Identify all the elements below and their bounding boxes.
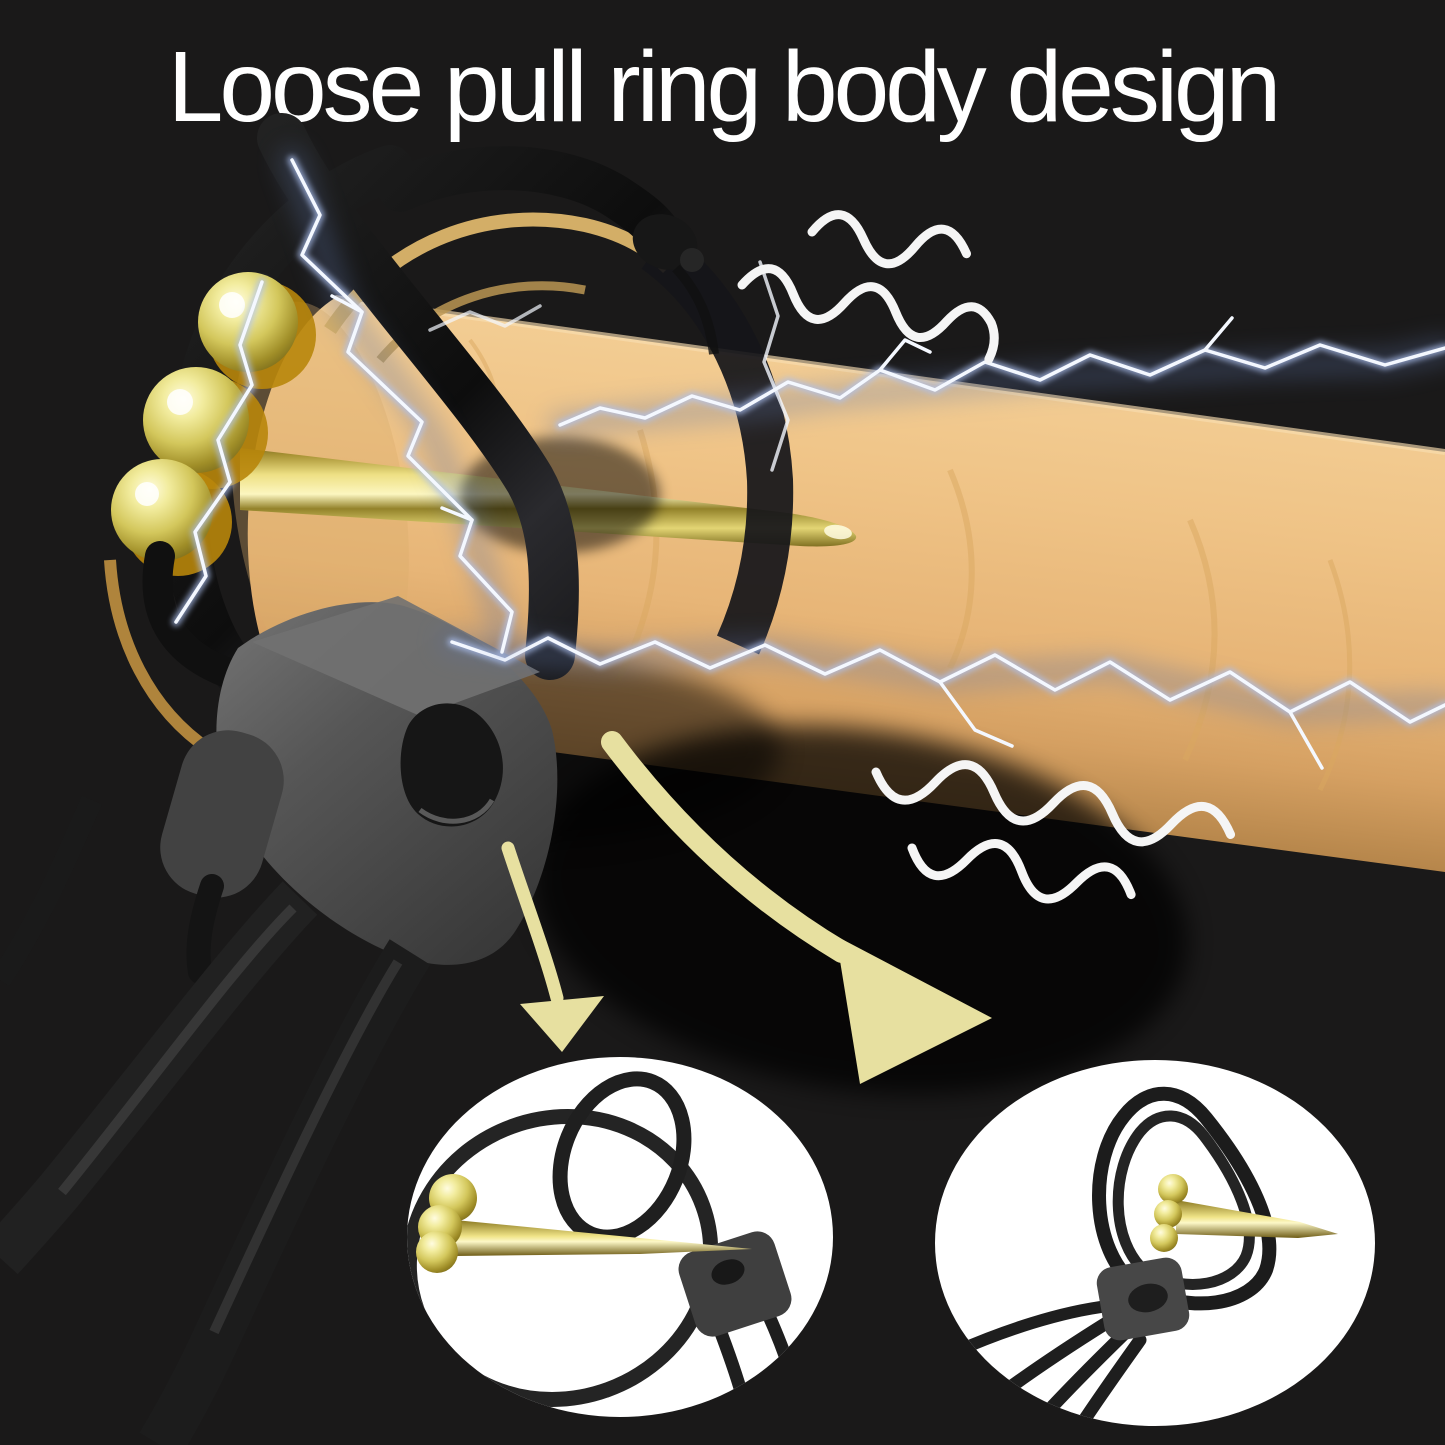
inset-right-cord-cross: [949, 1300, 1114, 1358]
adjuster-hole-rim: [418, 798, 495, 824]
bead-shine-1: [219, 292, 245, 318]
cord-arc-right: [641, 231, 794, 655]
arrow-left-line: [501, 841, 564, 1005]
arrow-right-line: [601, 731, 853, 963]
arrow-left-head: [520, 996, 604, 1052]
cord-end-strand: [672, 264, 719, 355]
rod-tip-shine: [824, 524, 852, 540]
inset-right-loop-inner: [1112, 1110, 1255, 1290]
inset-right-pin: [1176, 1200, 1338, 1238]
adjuster-top-face: [252, 596, 540, 716]
arrow-right-head: [836, 936, 992, 1084]
cord-arc-top: [378, 146, 684, 260]
inset-right: [935, 1060, 1375, 1426]
page-title: Loose pull ring body design: [167, 31, 1282, 143]
gold-beads: [0, 272, 320, 987]
vibration-waves-bottom: [871, 760, 1236, 904]
cord-end-notch: [680, 248, 704, 272]
wave-line: [807, 210, 971, 269]
inset-right-cord-3: [1061, 1333, 1147, 1426]
inset-right-bead-1: [1158, 1174, 1188, 1204]
left-edge-cord: [0, 795, 103, 987]
clamp-cord-end: [186, 874, 224, 984]
adjuster-hole: [400, 703, 503, 827]
bolt-upper-cylinder: [547, 316, 1445, 438]
inset-right-adjuster-hole: [1128, 1283, 1168, 1313]
inset-right-content: [949, 1086, 1338, 1426]
inset-right-bead-2: [1154, 1200, 1182, 1228]
guide-arrow-left: [501, 841, 604, 1052]
bolt-sparks: [428, 260, 790, 472]
bolt-beads: [171, 277, 267, 627]
lightning-bolts: [171, 147, 1445, 770]
bead-shine-3: [135, 482, 159, 506]
bolt-cord-ring: [279, 147, 518, 657]
bolt-lower-cylinder: [439, 629, 1445, 770]
inset-left-pin: [455, 1220, 752, 1256]
wave-line: [737, 264, 999, 364]
wave-line: [907, 839, 1136, 904]
wave-line: [871, 760, 1236, 847]
inset-left-bead-3: [416, 1231, 458, 1273]
bead-shine-2: [167, 389, 193, 415]
adjuster-clamp: [160, 730, 284, 898]
inset-right-loop-outer: [1092, 1086, 1277, 1311]
guide-arrow-right: [601, 731, 992, 1084]
inset-left-adjuster: [678, 1231, 792, 1337]
cord-tail-down-sheen: [209, 959, 403, 1335]
inset-right-cord-2: [1015, 1327, 1131, 1426]
inset-right-bead-3: [1150, 1224, 1178, 1252]
cord-tail-left-sheen: [58, 904, 297, 1196]
vibration-waves-top: [737, 210, 999, 364]
inset-left-adjuster-hole: [711, 1259, 745, 1285]
cord-adjuster-block: [0, 596, 558, 1445]
bead-3: [111, 459, 213, 561]
inset-left: [407, 1057, 833, 1417]
cord-arc-front: [257, 113, 579, 680]
